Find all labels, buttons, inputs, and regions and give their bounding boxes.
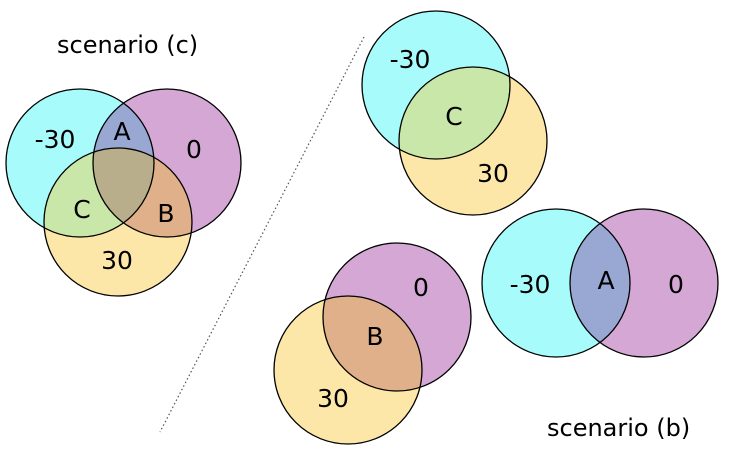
pair-cy-region-c: C [445,102,462,131]
pair-cp-overlap [570,209,630,357]
scenario-c-venn: -30 0 30 A B C [5,88,242,297]
pair-cp-purple-value: 0 [668,270,684,299]
pair-cy-cyan-value: -30 [390,45,431,74]
scenario-c-yellow-value: 30 [101,246,133,275]
pair-cyan-yellow-venn: -30 30 C [361,10,548,216]
scenario-c-purple-value: 0 [186,135,202,164]
pair-cyan-purple-venn: -30 0 A [481,208,719,358]
pair-cp-cyan-value: -30 [510,270,551,299]
scenario-c-region-a: A [113,117,130,146]
scenario-c-region-c: C [73,195,90,224]
scenario-c-caption: scenario (c) [57,31,198,59]
pair-py-purple-value: 0 [413,273,429,302]
scenario-c-region-b: B [157,199,174,228]
scenario-b-caption: scenario (b) [547,414,690,442]
pair-cp-region-a: A [597,266,614,295]
pair-cy-yellow-value: 30 [477,159,509,188]
pair-py-overlap [323,296,422,391]
scenario-c-cyan-value: -30 [35,125,76,154]
scenario-c-cyan-yellow-overlap [44,148,154,237]
pair-cy-overlap [399,67,510,159]
pair-py-region-b: B [366,322,383,351]
pair-py-yellow-value: 30 [317,384,349,413]
pair-purple-yellow-venn: 0 30 B [273,242,472,445]
